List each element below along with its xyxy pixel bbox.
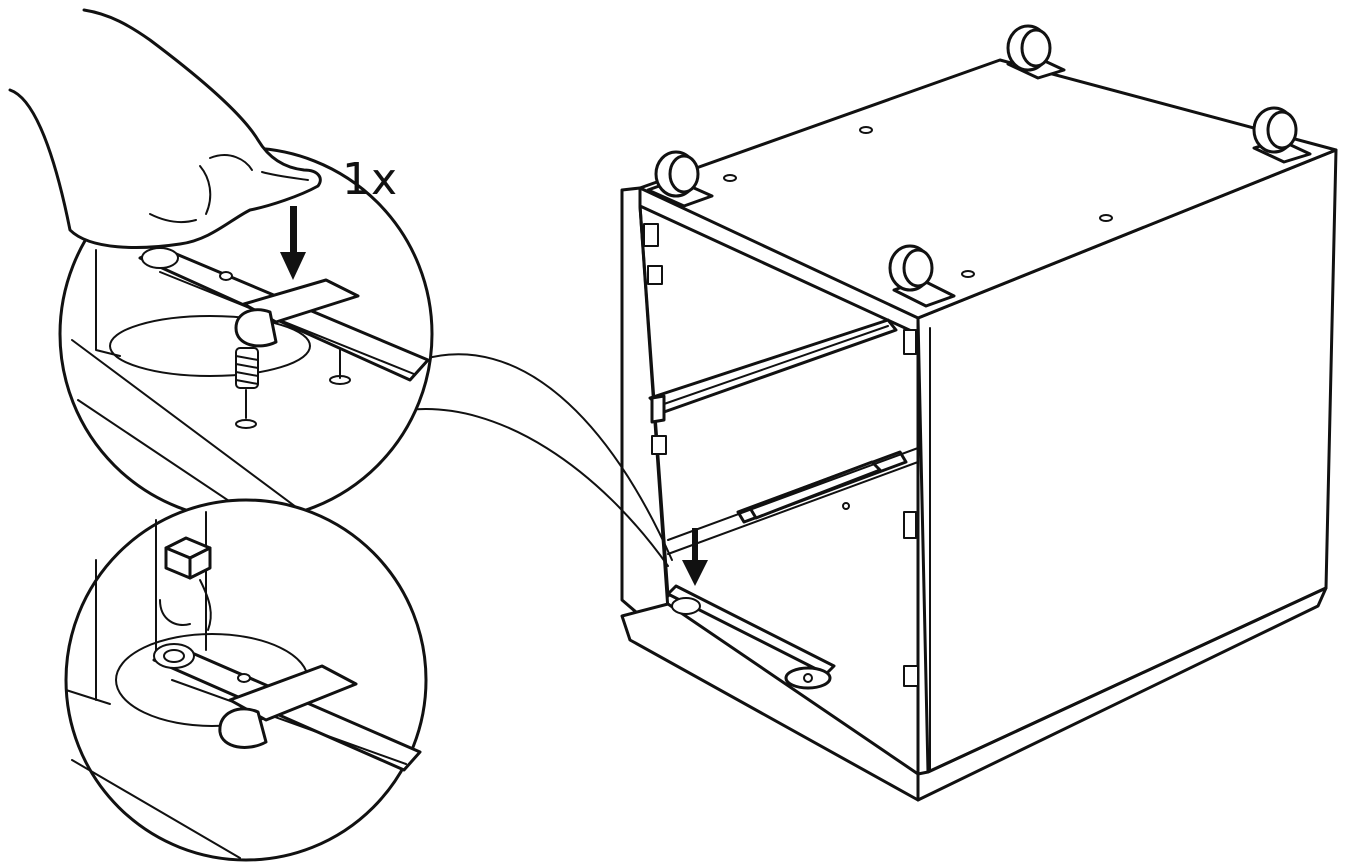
callout-pointer — [407, 353, 673, 567]
screw-holes — [723, 126, 1113, 278]
quantity-label: 1x — [342, 154, 399, 205]
cabinet-base — [620, 602, 920, 802]
detail-circle-result — [64, 498, 428, 862]
anti-tip-bar — [666, 584, 836, 690]
cabinet-top-panel — [638, 58, 1338, 320]
drawer-rails — [643, 223, 919, 687]
cabinet — [620, 24, 1338, 802]
arrow-down-icon — [280, 206, 306, 280]
caster-wheel — [1006, 24, 1066, 80]
hand-illustration — [8, 8, 322, 249]
caster-wheel — [888, 244, 956, 308]
arrow-down-icon — [682, 528, 708, 586]
screw-spring — [235, 347, 259, 419]
caster-wheel — [1252, 106, 1312, 164]
wall-clip — [159, 536, 212, 631]
caster-wheel — [646, 150, 714, 208]
